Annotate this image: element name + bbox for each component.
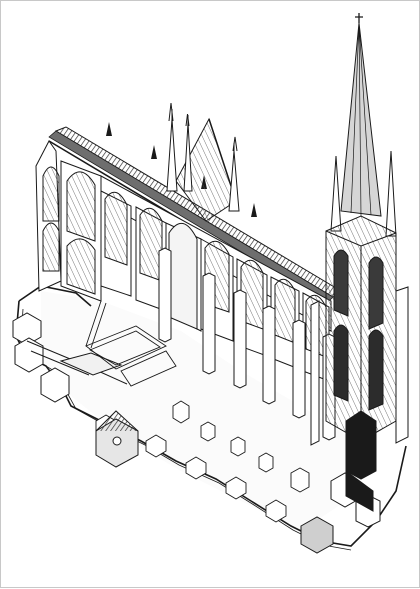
east-chapels <box>300 470 381 554</box>
nave-bay <box>100 190 132 297</box>
nave-bay <box>270 276 300 370</box>
apse-chapels <box>12 312 128 403</box>
crossing-platform <box>85 300 177 387</box>
ridge-pinnacles <box>168 102 238 152</box>
nave-arcade <box>100 175 332 382</box>
west-facade <box>35 140 102 302</box>
pier-bases <box>172 400 310 493</box>
tower-spire <box>310 13 409 480</box>
chapter-house <box>95 410 139 468</box>
